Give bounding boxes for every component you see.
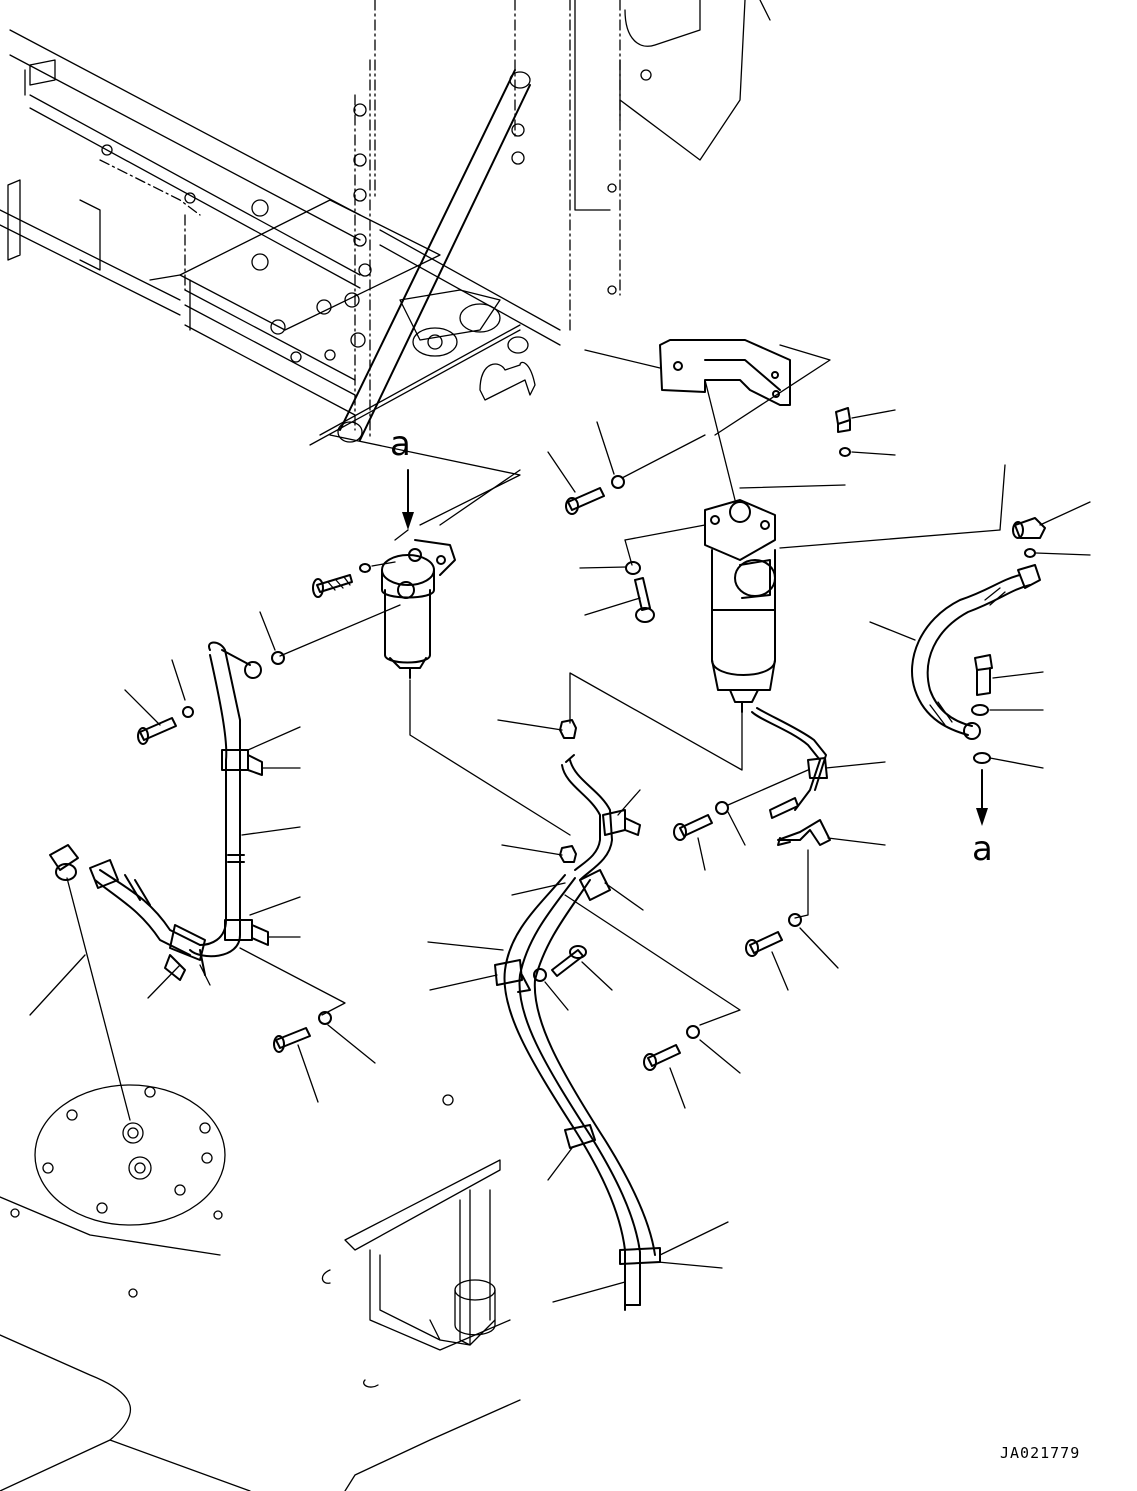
nut-center-lower: [501, 844, 577, 863]
nut-center-upper: [497, 719, 577, 739]
bolt-filter-right: [584, 577, 655, 623]
drawing-number: JA021779: [1000, 1444, 1080, 1462]
arrow-down-icon: [402, 512, 414, 530]
banjo-bolt-right: [869, 621, 1044, 769]
bolt-center-lower: [643, 1025, 741, 1109]
filter-mount-bolt: [312, 563, 371, 598]
right-fuel-filter: [704, 499, 776, 713]
elbow-fitting-left: [49, 844, 79, 881]
bolt-left-upper: [137, 706, 194, 745]
left-fuel-filter: [381, 539, 456, 679]
bolt-center-top: [547, 421, 706, 515]
bolt-mid-right: [673, 769, 809, 871]
view-reference-top: a: [390, 424, 414, 530]
center-pipe-bundle: [494, 754, 661, 1311]
view-reference-top-label: a: [390, 424, 411, 464]
leader-lines-center: [427, 789, 741, 1303]
frame-structure: [0, 0, 771, 446]
bolt-lower-right: [745, 913, 839, 991]
right-hose: [911, 564, 1041, 740]
bolt-left-lower: [273, 1011, 376, 1103]
fuel-tank: [0, 954, 521, 1491]
bolt-center-mid: [533, 945, 613, 1011]
bracket-clip-right: [777, 819, 886, 919]
drain-pipe-right: [751, 707, 886, 819]
elbow-fitting-right: [999, 464, 1091, 558]
washer-left-filter: [271, 651, 285, 665]
leader-lines-left: [66, 659, 346, 1121]
arrow-down-icon: [976, 808, 988, 826]
washer-filter-right: [625, 561, 641, 575]
bolt-right-top: [739, 407, 896, 489]
mounting-bracket: [659, 339, 791, 406]
view-reference-right: a: [972, 769, 993, 869]
left-return-pipe: [89, 641, 269, 981]
view-reference-right-label: a: [972, 829, 993, 869]
